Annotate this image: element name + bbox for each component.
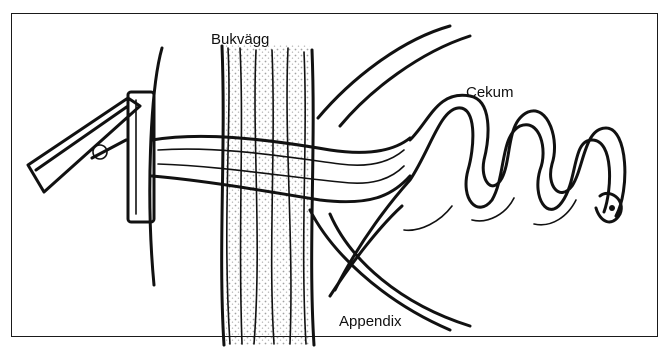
clamp — [28, 92, 154, 222]
colon-wall-curves — [310, 26, 470, 330]
skin-contour — [150, 48, 162, 285]
label-abdominal-wall: Bukvägg — [211, 32, 269, 47]
label-appendix: Appendix — [339, 314, 402, 329]
cecum — [330, 95, 625, 296]
label-cecum: Cekum — [466, 85, 514, 100]
abdominal-wall — [222, 45, 314, 345]
